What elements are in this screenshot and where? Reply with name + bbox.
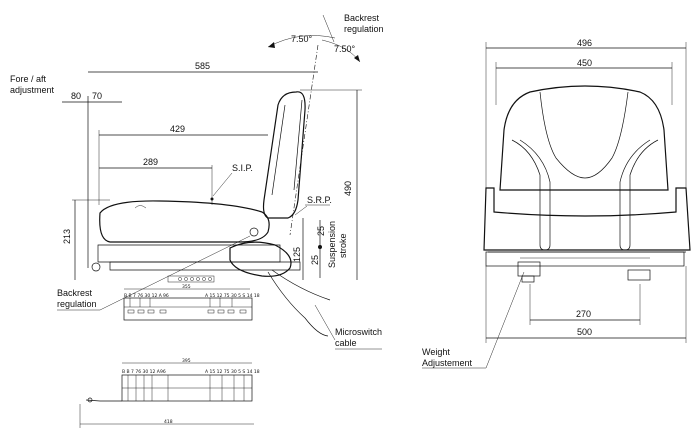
right-foot <box>627 269 651 281</box>
suspension-label-line2: stroke <box>338 233 348 258</box>
rail-top-marks-mid: 96 <box>163 293 169 299</box>
angle-right-label: 7.50° <box>334 44 356 54</box>
rail-top-marks-right: A 15 12 75 30 5 S 14 18 <box>205 293 260 299</box>
dim-585: 585 <box>195 61 210 71</box>
front-seat <box>483 187 691 251</box>
dim-270: 270 <box>576 309 591 319</box>
fore-aft-70: 70 <box>92 91 102 101</box>
microswitch-cable <box>267 271 329 337</box>
front-backrest <box>499 85 669 191</box>
rail-top-body <box>123 297 253 321</box>
dim-500: 500 <box>577 327 592 337</box>
rail-bottom-slots <box>127 375 245 401</box>
handle-knob <box>91 262 101 272</box>
backrest-regulation-bottom-line2: regulation <box>57 299 97 309</box>
backrest-regulation-bottom-line1: Backrest <box>57 288 93 298</box>
front-view: 496 450 270 500 Weight Adjustement <box>422 38 691 369</box>
front-base <box>485 251 685 267</box>
fore-aft-label-line2: adjustment <box>10 85 55 95</box>
weight-label-line1: Weight <box>422 347 450 357</box>
backrest-shape <box>262 91 306 219</box>
rail-bottom-marks-left: B B 7 76 30 12 A <box>122 369 161 375</box>
backrest-regulation-top-line1: Backrest <box>344 13 380 23</box>
srp-leader <box>294 205 308 216</box>
rail-detail-bottom: 395 B B 7 76 30 12 A 96 A 15 12 75 30 5 … <box>79 358 260 428</box>
backrest-label-leader <box>322 14 335 43</box>
dim-450: 450 <box>577 58 592 68</box>
arrow-head-icon <box>268 42 275 48</box>
suspension-label-line1: Suspension <box>327 221 337 268</box>
dim-429: 429 <box>170 124 185 134</box>
cushion-detail <box>134 205 147 209</box>
suspension-housing <box>229 241 292 277</box>
weight-leader <box>485 271 525 369</box>
rail-bottom-marks-right: A 15 12 75 30 5 S 14 18 <box>205 369 260 375</box>
microswitch-label-line1: Microswitch <box>335 327 382 337</box>
pivot-knob <box>249 227 259 237</box>
backrest-axis <box>289 44 319 236</box>
sip-label: S.I.P. <box>232 163 253 173</box>
microswitch-label-line2: cable <box>335 338 357 348</box>
weight-knob <box>517 261 541 277</box>
front-right-bolster <box>619 139 659 251</box>
dim-496: 496 <box>577 38 592 48</box>
rail-top-length: 355 <box>182 284 191 290</box>
sip-point <box>210 197 214 201</box>
sip-leader <box>212 172 233 197</box>
dim-490: 490 <box>343 181 353 196</box>
stroke-mid-point <box>318 245 322 249</box>
cable-strand <box>271 269 331 301</box>
rail-base <box>109 261 301 271</box>
backrest-regulation-top-line2: regulation <box>344 24 384 34</box>
backrest-contour <box>271 99 303 196</box>
suspension-base <box>97 244 281 263</box>
srp-label: S.R.P. <box>307 195 332 205</box>
rail-bottom-length: 395 <box>182 358 191 364</box>
dim-213: 213 <box>62 229 72 244</box>
microswitch-leader <box>314 304 336 341</box>
stroke-125: 125 <box>292 247 302 262</box>
side-view: 7.50° 7.50° Backrest regulation Fore / a… <box>10 13 384 350</box>
seat-cushion-shape <box>99 200 270 243</box>
rail-bottom-handle <box>85 399 122 402</box>
arrow-head-icon <box>354 55 360 62</box>
fore-aft-label-line1: Fore / aft <box>10 74 47 84</box>
fore-aft-80: 80 <box>71 91 81 101</box>
stroke-25-top: 25 <box>316 226 326 236</box>
rail-bottom-total: 418 <box>164 419 173 425</box>
rail-bottom-handle-knob <box>87 397 93 403</box>
rail-top-marks-left: B B 7 76 30 12 A <box>124 293 163 299</box>
rail-bottom-marks-mid: 96 <box>160 369 166 375</box>
front-backrest-contour <box>539 91 629 179</box>
stroke-25-bottom: 25 <box>310 255 320 265</box>
rail-top-slots <box>127 298 247 314</box>
rail-detail-top: 355 B B 7 76 30 12 A 96 A 15 12 75 30 5 … <box>123 284 260 321</box>
front-left-bolster <box>511 139 551 251</box>
rail-holes <box>167 275 215 283</box>
dim-289: 289 <box>143 157 158 167</box>
weight-label-line2: Adjustement <box>422 358 473 368</box>
angle-left-label: 7.50° <box>291 34 313 44</box>
left-foot <box>521 275 535 283</box>
